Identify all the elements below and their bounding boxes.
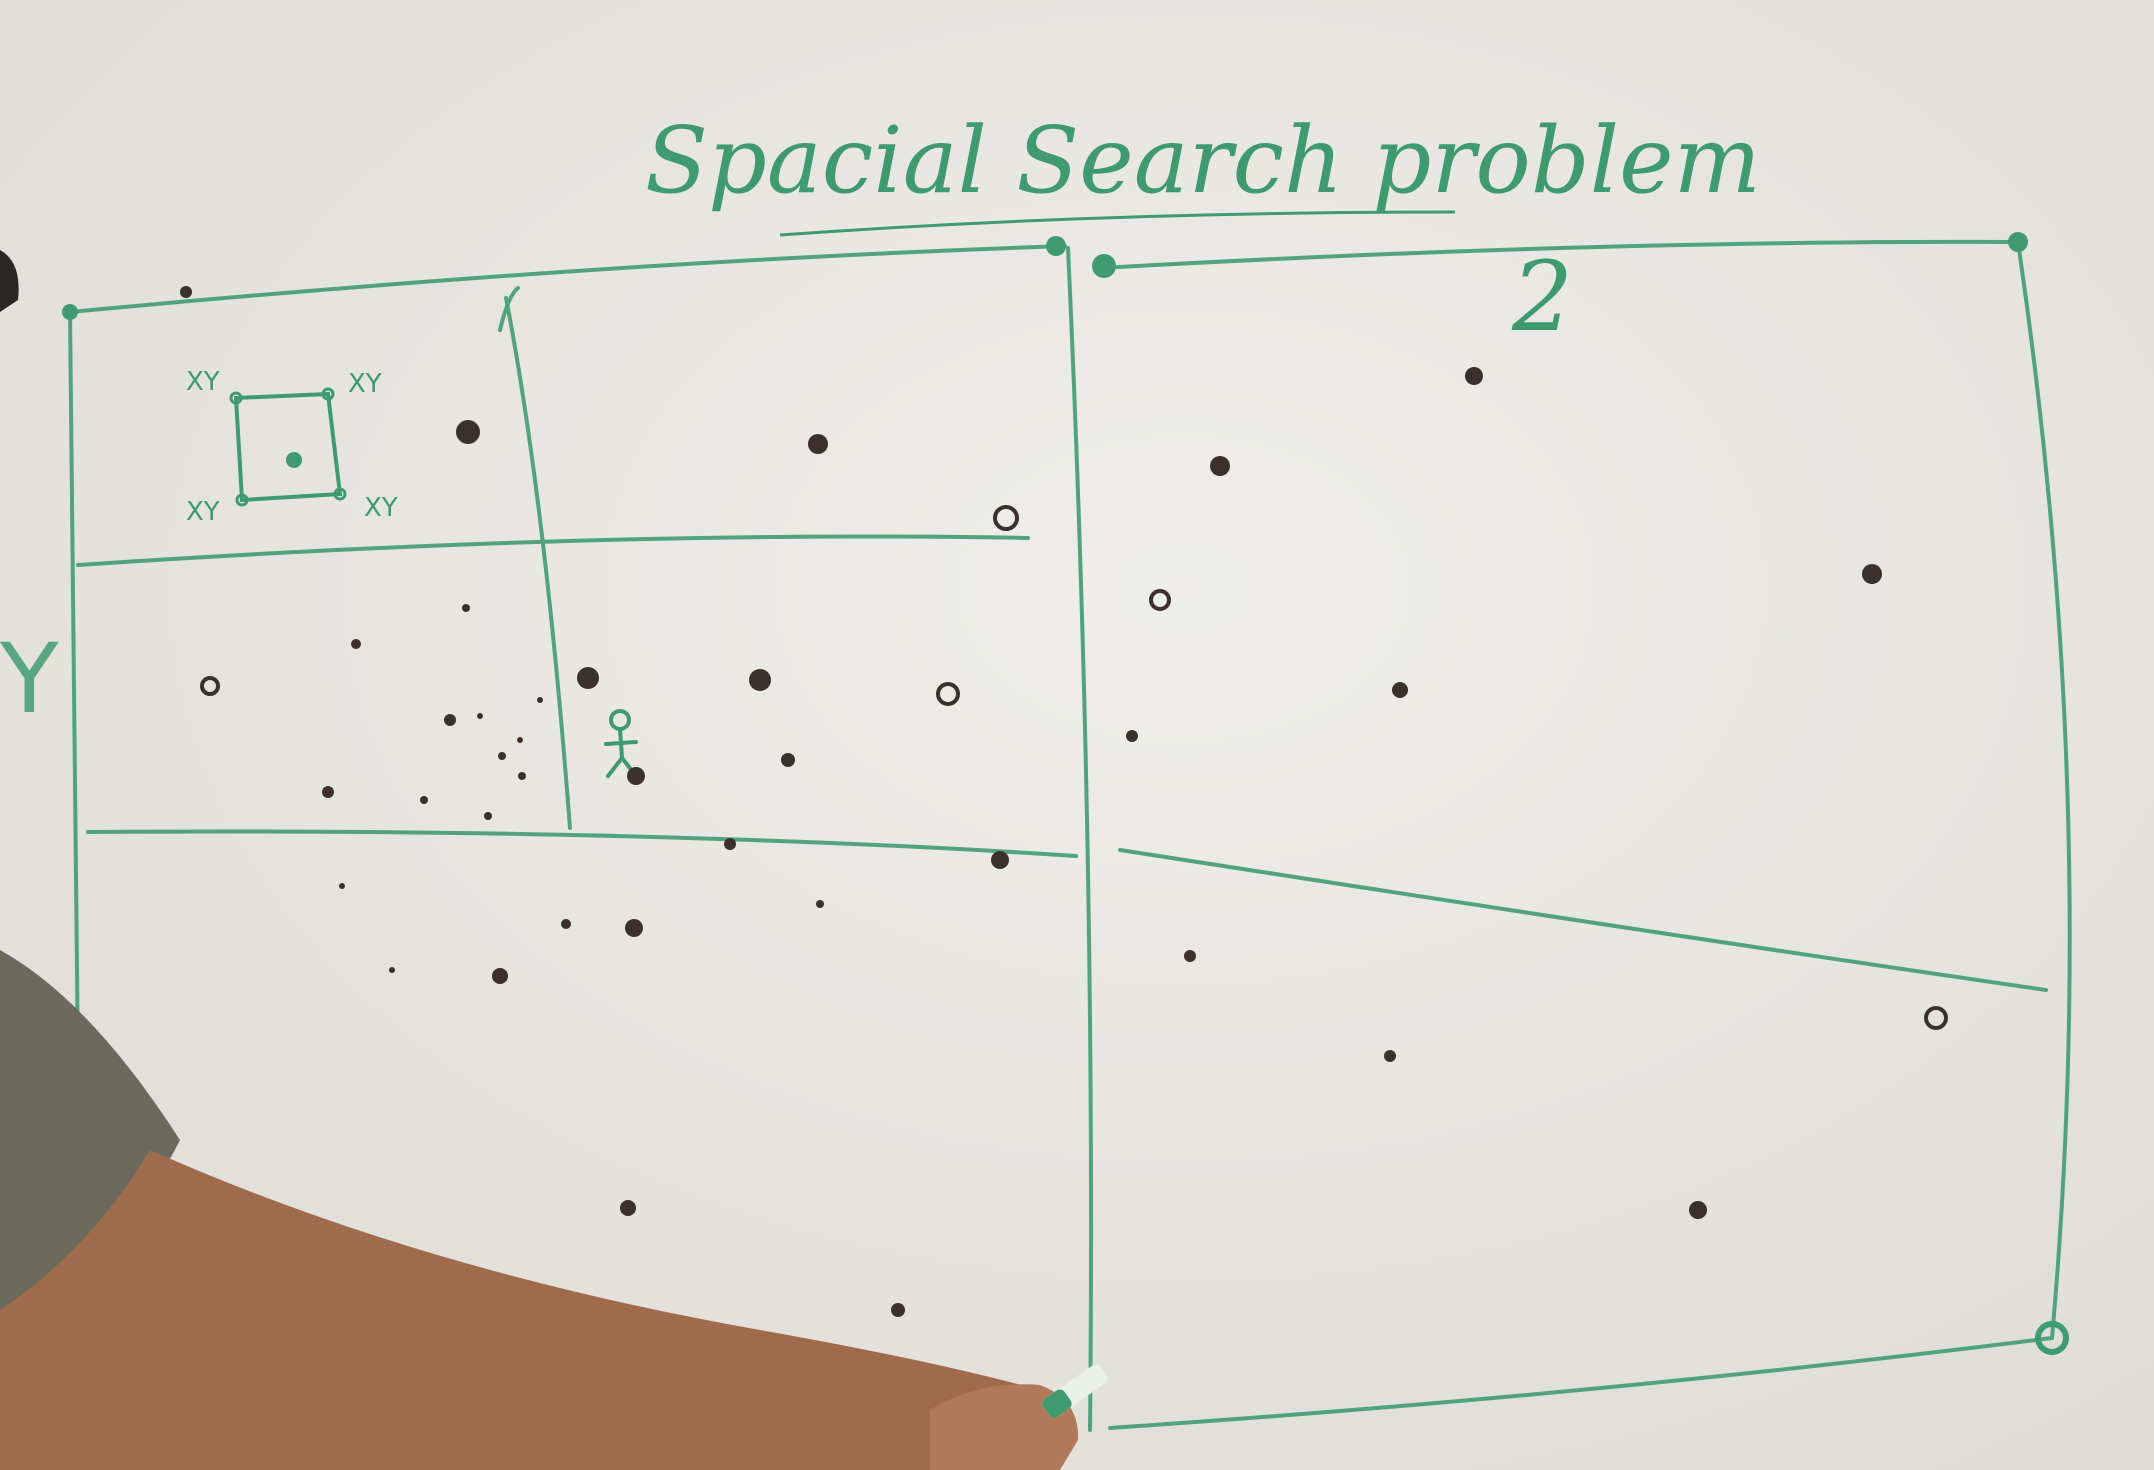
arrow-tip [498, 286, 520, 332]
data-point [1862, 564, 1882, 584]
data-point [561, 919, 571, 929]
data-point [577, 667, 599, 689]
bounding-box [233, 391, 343, 503]
data-point [1126, 730, 1138, 742]
corner-label-tr: XY [348, 369, 382, 399]
corner-dot-top-right [2008, 232, 2028, 252]
data-point [1210, 456, 1230, 476]
corner-label-tl: XY [186, 367, 220, 397]
corner-dot-top-center-b [1092, 254, 1116, 278]
data-point [492, 968, 508, 984]
data-point [339, 883, 345, 889]
data-point [1184, 950, 1196, 962]
left-horizontal-upper [76, 534, 1030, 567]
bottom-edge-right [1108, 1336, 2054, 1430]
data-point [456, 420, 480, 444]
corner-dot-top-left [62, 304, 78, 320]
data-point [991, 851, 1009, 869]
data-point [462, 604, 470, 612]
marker-cap [1042, 1389, 1072, 1418]
title-underline [779, 210, 1456, 237]
data-point [816, 900, 824, 908]
bounding-box-diagram: XY XY XY XY [186, 367, 398, 527]
corner-dots [62, 232, 2069, 1355]
box-center-point [286, 452, 302, 468]
corner-label-br: XY [364, 493, 398, 523]
data-point [1149, 589, 1171, 611]
presenter-arm [0, 950, 1108, 1470]
data-point [444, 714, 456, 726]
hand [930, 1384, 1079, 1470]
data-point [322, 786, 334, 798]
center-vertical [1066, 246, 1094, 1432]
data-point [724, 838, 736, 850]
data-points [180, 286, 1948, 1317]
data-point [200, 676, 220, 696]
data-point [1689, 1201, 1707, 1219]
data-point [517, 737, 523, 743]
corner-dot-bottom-right [2035, 1321, 2069, 1355]
data-point [620, 1200, 636, 1216]
data-point [477, 713, 483, 719]
data-point [1384, 1050, 1396, 1062]
top-edge-right [1098, 239, 2020, 270]
axis-label-y: Y [0, 623, 59, 735]
arm [0, 1150, 1060, 1470]
data-point [891, 1303, 905, 1317]
left-inner-vertical [504, 296, 572, 830]
data-point [749, 669, 771, 691]
data-point [627, 767, 645, 785]
data-point [484, 812, 492, 820]
right-edge [2016, 240, 2072, 1340]
top-edge-left [68, 244, 1067, 314]
corner-dot-top-center [1046, 236, 1066, 256]
data-point [498, 752, 506, 760]
person-figure [604, 709, 638, 778]
title-text: Spacial Search problem [645, 107, 1761, 214]
data-point [993, 505, 1019, 531]
data-point [1392, 682, 1408, 698]
data-point [420, 796, 428, 804]
data-point [936, 682, 960, 706]
data-point [781, 753, 795, 767]
left-horizontal-lower [86, 829, 1078, 858]
data-point [389, 967, 395, 973]
corner-label-bl: XY [186, 497, 220, 527]
right-horizontal [1118, 848, 2048, 992]
shirt-sleeve [0, 950, 180, 1320]
data-point [180, 286, 192, 298]
data-point [537, 697, 543, 703]
data-point [1924, 1006, 1948, 1030]
grid-lines [68, 239, 2072, 1442]
data-point [518, 772, 526, 780]
data-point [625, 919, 643, 937]
data-point [351, 639, 361, 649]
data-point [808, 434, 828, 454]
data-point [1465, 367, 1483, 385]
quadrant-label-2: 2 [1511, 241, 1573, 353]
dark-object-left [0, 250, 19, 312]
